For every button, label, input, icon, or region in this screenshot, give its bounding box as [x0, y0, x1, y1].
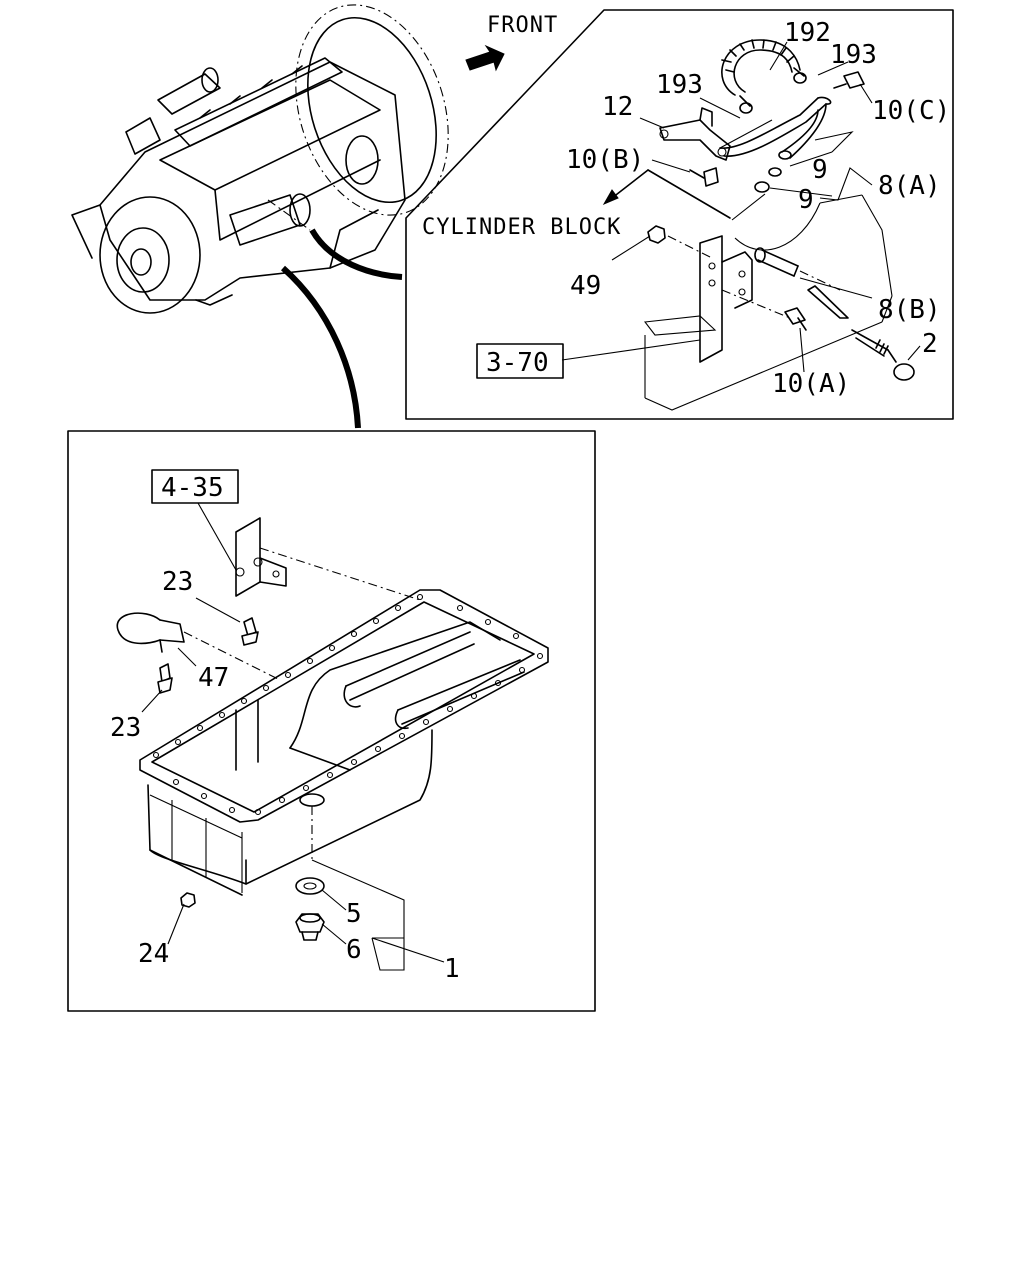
part-24-label: 24 [138, 939, 169, 969]
part-6-label: 6 [346, 935, 362, 965]
part-10a-label: 10(A) [772, 369, 850, 399]
part-193-right-label: 193 [830, 40, 877, 70]
part-5-label: 5 [346, 899, 362, 929]
ref-4-35-box: 4-35 [151, 469, 239, 504]
ref-3-70-box: 3-70 [476, 343, 564, 379]
leader-to-upper-detail [309, 228, 403, 280]
ref-3-70-label: 3-70 [486, 348, 549, 378]
part-8a-label: 8(A) [878, 171, 941, 201]
part-1-label: 1 [444, 954, 460, 984]
ref-4-35-label: 4-35 [161, 473, 224, 503]
flange-bolt-holes [152, 593, 544, 816]
part-49-label: 49 [570, 271, 601, 301]
front-arrow-icon [465, 44, 505, 72]
part-12-label: 12 [602, 92, 633, 122]
upper-detail-panel [405, 9, 954, 420]
part-23-lower-label: 23 [110, 713, 141, 743]
part-10c-label: 10(C) [872, 96, 950, 126]
leader-to-lower-detail [281, 265, 361, 429]
part-47-label: 47 [198, 663, 229, 693]
part-23-upper-label: 23 [162, 567, 193, 597]
cylinder-block-label: CYLINDER BLOCK [422, 215, 621, 240]
part-2-label: 2 [922, 329, 938, 359]
part-8b-label: 8(B) [878, 295, 941, 325]
part-193-left-label: 193 [656, 70, 703, 100]
front-label: FRONT [487, 13, 558, 38]
part-9-lower-label: 9 [798, 185, 814, 215]
part-10b-label: 10(B) [566, 145, 644, 175]
direction-arrow-icon [602, 169, 731, 219]
part-192-label: 192 [784, 18, 831, 48]
lower-detail-panel [67, 430, 596, 1012]
engine-overview [71, 4, 449, 314]
part-9-upper-label: 9 [812, 155, 828, 185]
